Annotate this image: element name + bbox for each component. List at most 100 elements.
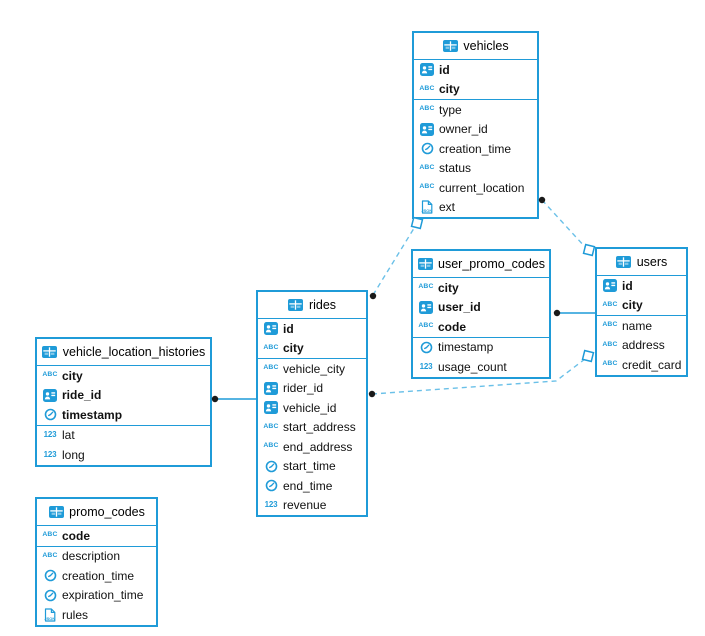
- field-row-vehicle_id[interactable]: vehicle_id: [258, 398, 366, 418]
- field-name: long: [62, 447, 85, 462]
- timestamp-icon: [263, 479, 279, 492]
- table-header[interactable]: promo_codes: [37, 499, 156, 526]
- field-row-status[interactable]: ABC status: [414, 159, 537, 179]
- field-row-start_time[interactable]: start_time: [258, 457, 366, 477]
- field-row-owner_id[interactable]: owner_id: [414, 120, 537, 140]
- field-name: usage_count: [438, 359, 507, 374]
- relationship-square-marker: [410, 216, 424, 230]
- field-name: start_time: [283, 459, 336, 474]
- table-icon: [417, 258, 433, 270]
- field-name: user_id: [438, 300, 481, 315]
- text-icon: ABC: [419, 163, 435, 171]
- field-name: status: [439, 161, 472, 176]
- table-name: vehicles: [463, 39, 509, 53]
- timestamp-icon: [418, 341, 434, 354]
- field-row-city[interactable]: ABC city: [413, 278, 549, 298]
- field-name: city: [438, 280, 459, 295]
- field-name: expiration_time: [62, 588, 144, 603]
- number-icon: 123: [43, 449, 57, 459]
- field-row-creation_time[interactable]: creation_time: [37, 566, 156, 586]
- table-header[interactable]: users: [597, 249, 686, 276]
- field-row-end_time[interactable]: end_time: [258, 476, 366, 496]
- field-row-ext[interactable]: JSON ext: [414, 198, 537, 218]
- field-name: timestamp: [62, 407, 123, 422]
- field-row-id[interactable]: id: [414, 60, 537, 80]
- field-row-long[interactable]: 123 long: [37, 445, 210, 465]
- field-name: current_location: [439, 180, 525, 195]
- field-name: timestamp: [438, 340, 494, 355]
- field-name: owner_id: [439, 122, 488, 137]
- timestamp-icon: [42, 589, 58, 602]
- table-icon: [616, 256, 632, 268]
- field-row-vehicle_city[interactable]: ABC vehicle_city: [258, 359, 366, 379]
- uuid-icon: [263, 381, 279, 395]
- field-row-expiration_time[interactable]: expiration_time: [37, 586, 156, 606]
- field-row-id[interactable]: id: [597, 276, 686, 296]
- field-name: end_address: [283, 439, 353, 454]
- field-name: end_time: [283, 478, 333, 493]
- table-header[interactable]: user_promo_codes: [413, 251, 549, 278]
- table-header[interactable]: vehicle_location_histories: [37, 339, 210, 366]
- svg-text:JSON: JSON: [421, 208, 432, 213]
- field-row-timestamp[interactable]: timestamp: [37, 405, 210, 425]
- field-row-user_id[interactable]: user_id: [413, 298, 549, 318]
- field-name: vehicle_city: [283, 361, 346, 376]
- text-icon: ABC: [263, 442, 279, 450]
- text-icon: ABC: [602, 360, 618, 368]
- table-name: user_promo_codes: [438, 257, 546, 271]
- field-name: ext: [439, 200, 456, 215]
- table-icon: [442, 40, 458, 52]
- relationship-vehicles-users[interactable]: [541, 199, 587, 249]
- field-row-timestamp[interactable]: timestamp: [413, 338, 549, 358]
- text-icon: ABC: [602, 300, 618, 308]
- field-row-end_address[interactable]: ABC end_address: [258, 437, 366, 457]
- field-name: creation_time: [62, 568, 135, 583]
- field-row-id[interactable]: id: [258, 319, 366, 339]
- uuid-icon: [42, 388, 58, 402]
- text-icon: ABC: [42, 551, 58, 559]
- field-row-ride_id[interactable]: ride_id: [37, 386, 210, 406]
- field-name: id: [439, 62, 450, 77]
- svg-text:JSON: JSON: [44, 616, 55, 621]
- table-icon: [42, 346, 58, 358]
- text-icon: ABC: [263, 364, 279, 372]
- field-row-rider_id[interactable]: rider_id: [258, 379, 366, 399]
- table-icon: [288, 299, 304, 311]
- field-name: name: [622, 318, 653, 333]
- table-header[interactable]: rides: [258, 292, 366, 319]
- timestamp-icon: [42, 569, 58, 582]
- text-icon: ABC: [418, 283, 434, 291]
- relationship-rides-vehicles[interactable]: [372, 224, 417, 296]
- field-row-creation_time[interactable]: creation_time: [414, 139, 537, 159]
- text-icon: ABC: [42, 531, 58, 539]
- table-header[interactable]: vehicles: [414, 33, 537, 60]
